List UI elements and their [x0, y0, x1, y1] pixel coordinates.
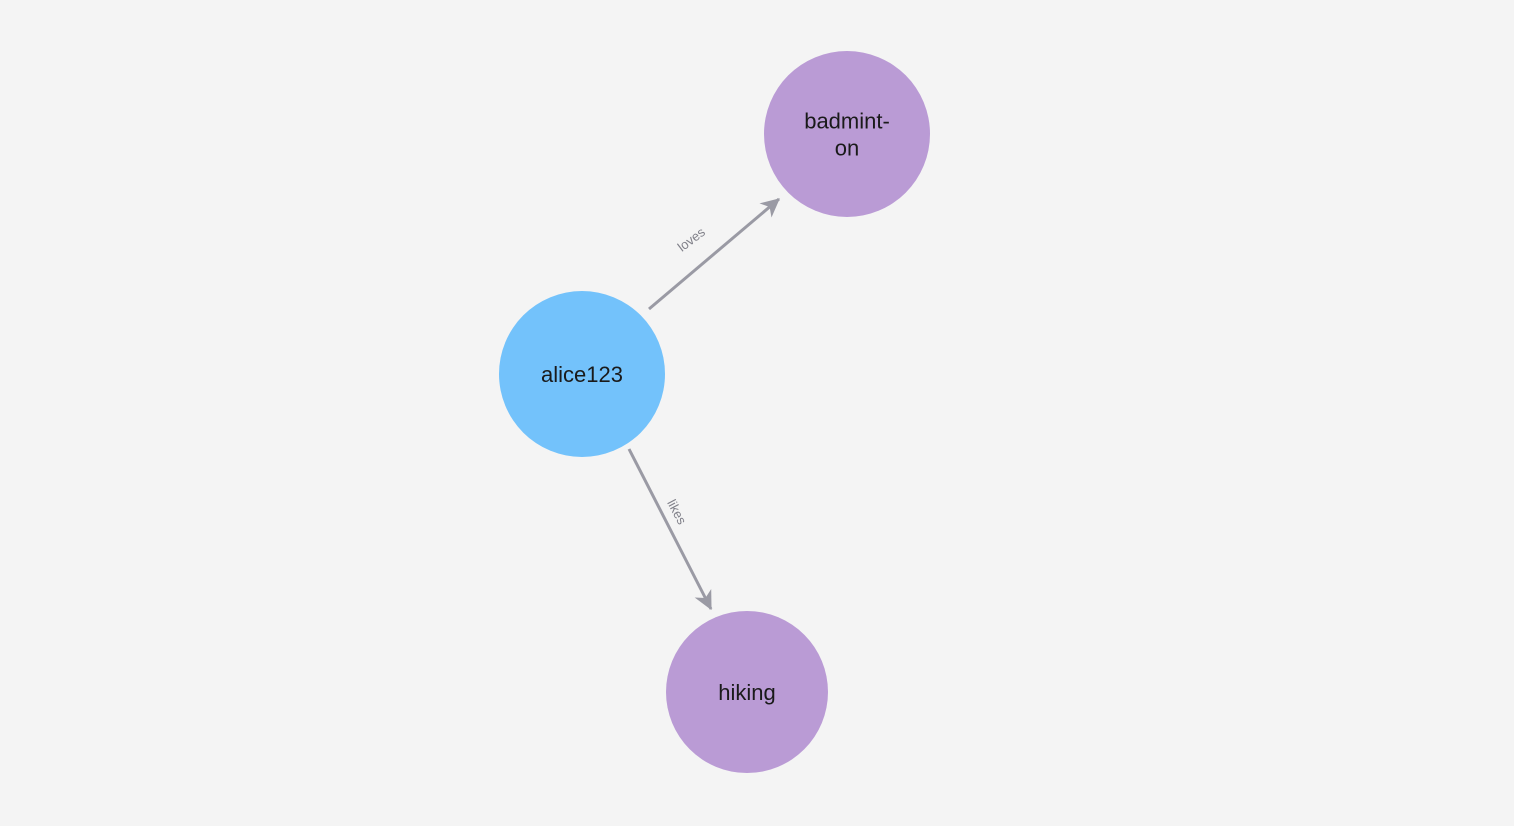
graph-edge[interactable]: likes	[627, 448, 713, 611]
graph-node-alice123[interactable]: alice123	[499, 291, 665, 457]
node-circle[interactable]	[764, 51, 930, 217]
edge-line[interactable]	[648, 197, 780, 311]
node-circle[interactable]	[666, 611, 828, 773]
nodes-layer: alice123 badmint-on hiking	[499, 51, 930, 773]
graph-node-hiking[interactable]: hiking	[666, 611, 828, 773]
graph-node-badminton[interactable]: badmint-on	[764, 51, 930, 217]
node-circle[interactable]	[499, 291, 665, 457]
edge-line[interactable]	[627, 448, 713, 611]
edge-label: loves	[675, 224, 709, 255]
graph-edge[interactable]: loves	[648, 197, 780, 311]
